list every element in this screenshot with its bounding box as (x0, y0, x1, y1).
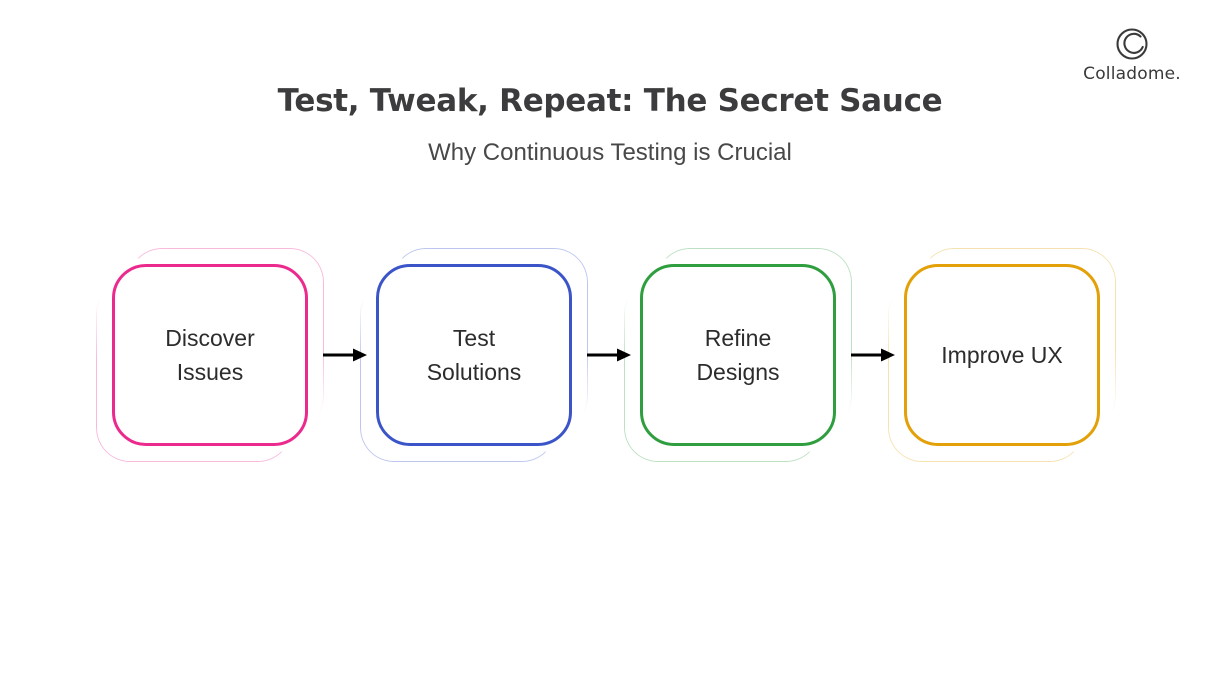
flow-step-4[interactable]: Improve UX (888, 240, 1116, 462)
arrow-right-icon-1 (322, 345, 370, 365)
step-label: Improve UX (941, 341, 1063, 368)
step-label: Discover Issues (165, 324, 255, 386)
page-title: Test, Tweak, Repeat: The Secret Sauce (277, 83, 943, 119)
flow-step-2[interactable]: Test Solutions (360, 240, 588, 462)
brand-name: Colladome. (1083, 64, 1181, 84)
page-subtitle: Why Continuous Testing is Crucial (428, 139, 792, 166)
step-label: Test Solutions (426, 324, 522, 386)
colladome-spiral-circle-icon (1112, 24, 1152, 64)
step-card-test-solutions[interactable]: Test Solutions (376, 264, 572, 446)
brand-logo: Colladome. (1072, 24, 1192, 83)
arrow-right-icon-3 (850, 345, 898, 365)
step-card-discover-issues[interactable]: Discover Issues (112, 264, 308, 446)
step-card-improve-ux[interactable]: Improve UX (904, 264, 1100, 446)
step-label: Refine Designs (696, 324, 780, 386)
process-flow-diagram: Discover Issues Test Solutions (0, 240, 1220, 500)
flow-step-1[interactable]: Discover Issues (96, 240, 324, 462)
step-card-refine-designs[interactable]: Refine Designs (640, 264, 836, 446)
arrow-right-icon-2 (586, 345, 634, 365)
flow-step-3[interactable]: Refine Designs (624, 240, 852, 462)
